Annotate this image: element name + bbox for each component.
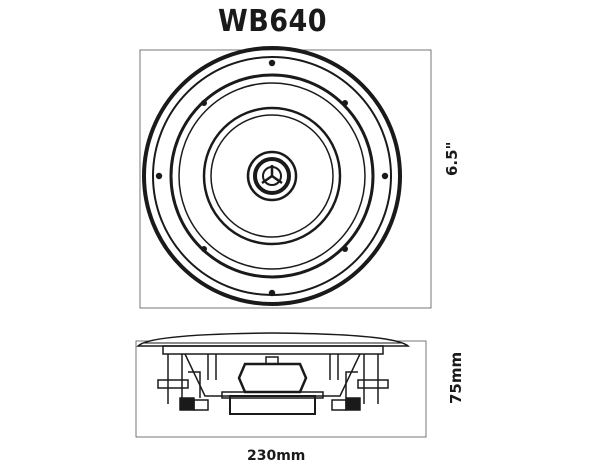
product-title: WB640 [218,4,327,39]
tweeter-ring [253,157,291,195]
basket-posts [167,354,379,404]
width-label: 230mm [247,448,306,464]
grille-frame [169,73,375,279]
magnet [229,395,316,415]
tweeter-ring-outer [246,150,298,202]
tweeter-bridge [261,165,283,185]
diameter-label: 6.5" [443,141,461,176]
basket [184,353,361,397]
mounting-clamp-right [331,371,389,411]
screw [201,100,207,106]
mounting-clamp-left [157,371,209,411]
woofer-surround [202,106,342,246]
mounting-screws [155,59,389,297]
screw [342,246,348,252]
bezel-flange [136,332,411,347]
screw [268,289,276,297]
screw [201,246,207,252]
screw [268,59,276,67]
depth-label: 75mm [447,351,465,404]
side-view-dimension-box [135,340,427,438]
terminal [265,356,279,365]
screw [155,172,163,180]
outer-bezel [142,46,402,306]
grille-frame-inner [178,82,366,270]
housing-rim [162,345,384,355]
speaker-top-view [139,46,432,309]
woofer-cone-edge [210,114,334,238]
speaker-side-view [135,332,427,438]
screw [342,100,348,106]
motor-housing [237,362,308,394]
screw [381,172,389,180]
